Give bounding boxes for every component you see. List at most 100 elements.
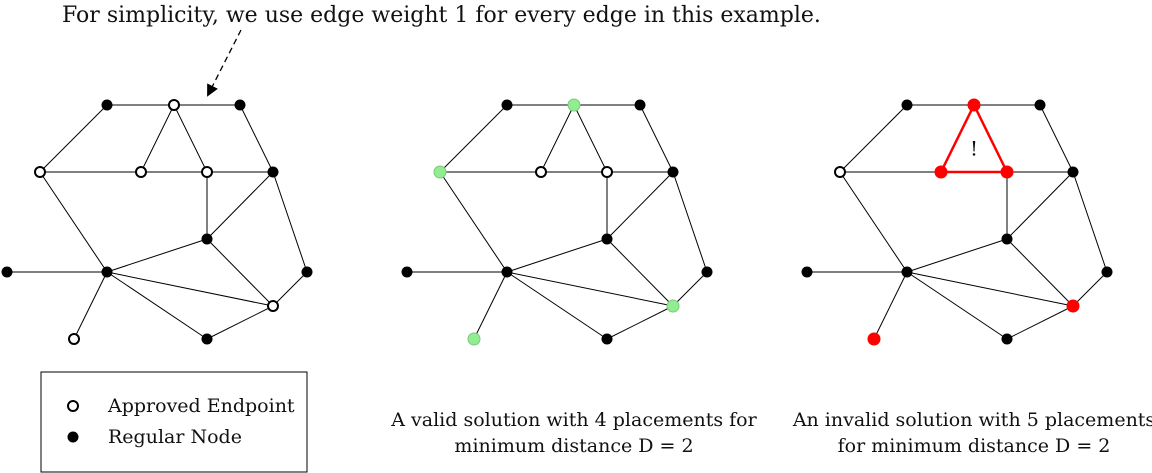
graph-edge [206,171,274,240]
legend-regular-label: Regular Node [108,426,242,448]
placement-node [1066,299,1080,313]
graph-edge [506,271,608,340]
regular-node [667,166,679,178]
graph-edge [106,238,208,273]
regular-node [634,99,646,111]
legend-approved-label: Approved Endpoint [107,395,295,417]
graph-edge [573,104,608,173]
approved-endpoint-node [601,166,613,178]
placement-node [567,98,581,112]
regular-node [1067,166,1079,178]
graph-edge [606,305,674,340]
annotation-arrow [207,29,242,97]
regular-node [601,333,613,345]
regular-node [201,333,213,345]
graph-panel-invalid: ! [801,98,1113,346]
regular-node [1101,266,1113,278]
violation-edge [939,104,976,173]
invalid-caption-line-1: An invalid solution with 5 placements [792,409,1152,431]
graph-edge [906,271,1008,340]
approved-endpoint-node [168,99,180,111]
violation-edge [972,104,1009,173]
graph-edge [439,104,508,173]
graph-edge [906,271,1074,307]
regular-node [501,266,513,278]
regular-node [1001,233,1013,245]
approved-endpoint-node [68,333,80,345]
graph-edge [506,271,674,307]
graph-edge [239,104,274,173]
regular-node [301,266,313,278]
approved-endpoint-node [201,166,213,178]
graph-edge [39,171,108,273]
approved-endpoint-node [267,300,279,312]
regular-node-legend-icon [67,431,79,443]
placement-node [1000,165,1014,179]
legend-box: Approved Endpoint Regular Node [40,371,308,473]
placement-node [467,332,481,346]
graph-edge [173,104,208,173]
graph-edge [439,171,508,273]
regular-node [1,266,13,278]
approved-endpoint-legend-icon [67,400,79,412]
regular-node [1001,333,1013,345]
graph-edge [672,171,708,273]
approved-endpoint-node [834,166,846,178]
regular-node [234,99,246,111]
annotation-text: For simplicity, we use edge weight 1 for… [62,3,821,28]
regular-node [267,166,279,178]
regular-node [101,266,113,278]
graph-edge [839,171,908,273]
approved-endpoint-node [135,166,147,178]
regular-node [101,99,113,111]
graph-edge [1072,271,1108,307]
invalid-caption-line-2: for minimum distance D = 2 [838,435,1111,457]
valid-caption-line-2: minimum distance D = 2 [454,435,693,457]
regular-node [701,266,713,278]
regular-node [401,266,413,278]
approved-endpoint-node [535,166,547,178]
valid-caption-line-1: A valid solution with 4 placements for [390,409,757,431]
regular-node [201,233,213,245]
graph-edge [639,104,674,173]
graph-edge [1006,238,1074,307]
graph-edge [606,238,674,307]
graph-edge [906,238,1008,273]
regular-node [801,266,813,278]
placement-node [934,165,948,179]
graph-panel-original [1,99,313,345]
graph-edge [1039,104,1074,173]
placement-node [433,165,447,179]
regular-node [501,99,513,111]
graph-edge [672,271,708,307]
regular-node [901,266,913,278]
placement-node [867,332,881,346]
graph-edge [473,271,508,340]
graph-edge [272,271,308,307]
graph-edge [39,104,108,173]
regular-node [1034,99,1046,111]
graph-edge [272,171,308,273]
graph-edge [506,238,608,273]
graph-edge [106,271,208,340]
graph-edge [540,104,575,173]
graph-edge [873,271,908,340]
violation-warning-mark: ! [970,137,978,161]
placement-node [666,299,680,313]
approved-endpoint-node [34,166,46,178]
graph-edge [73,271,108,340]
graph-edge [606,171,674,240]
graph-edge [206,305,274,340]
graph-edge [206,238,274,307]
regular-node [601,233,613,245]
placement-node [967,98,981,112]
regular-node [901,99,913,111]
graph-panel-valid [401,98,713,346]
graph-edge [1006,305,1074,340]
graph-edge [839,104,908,173]
graph-edge [1006,171,1074,240]
graph-edge [1072,171,1108,273]
graph-edge [106,271,274,307]
graph-edge [140,104,175,173]
